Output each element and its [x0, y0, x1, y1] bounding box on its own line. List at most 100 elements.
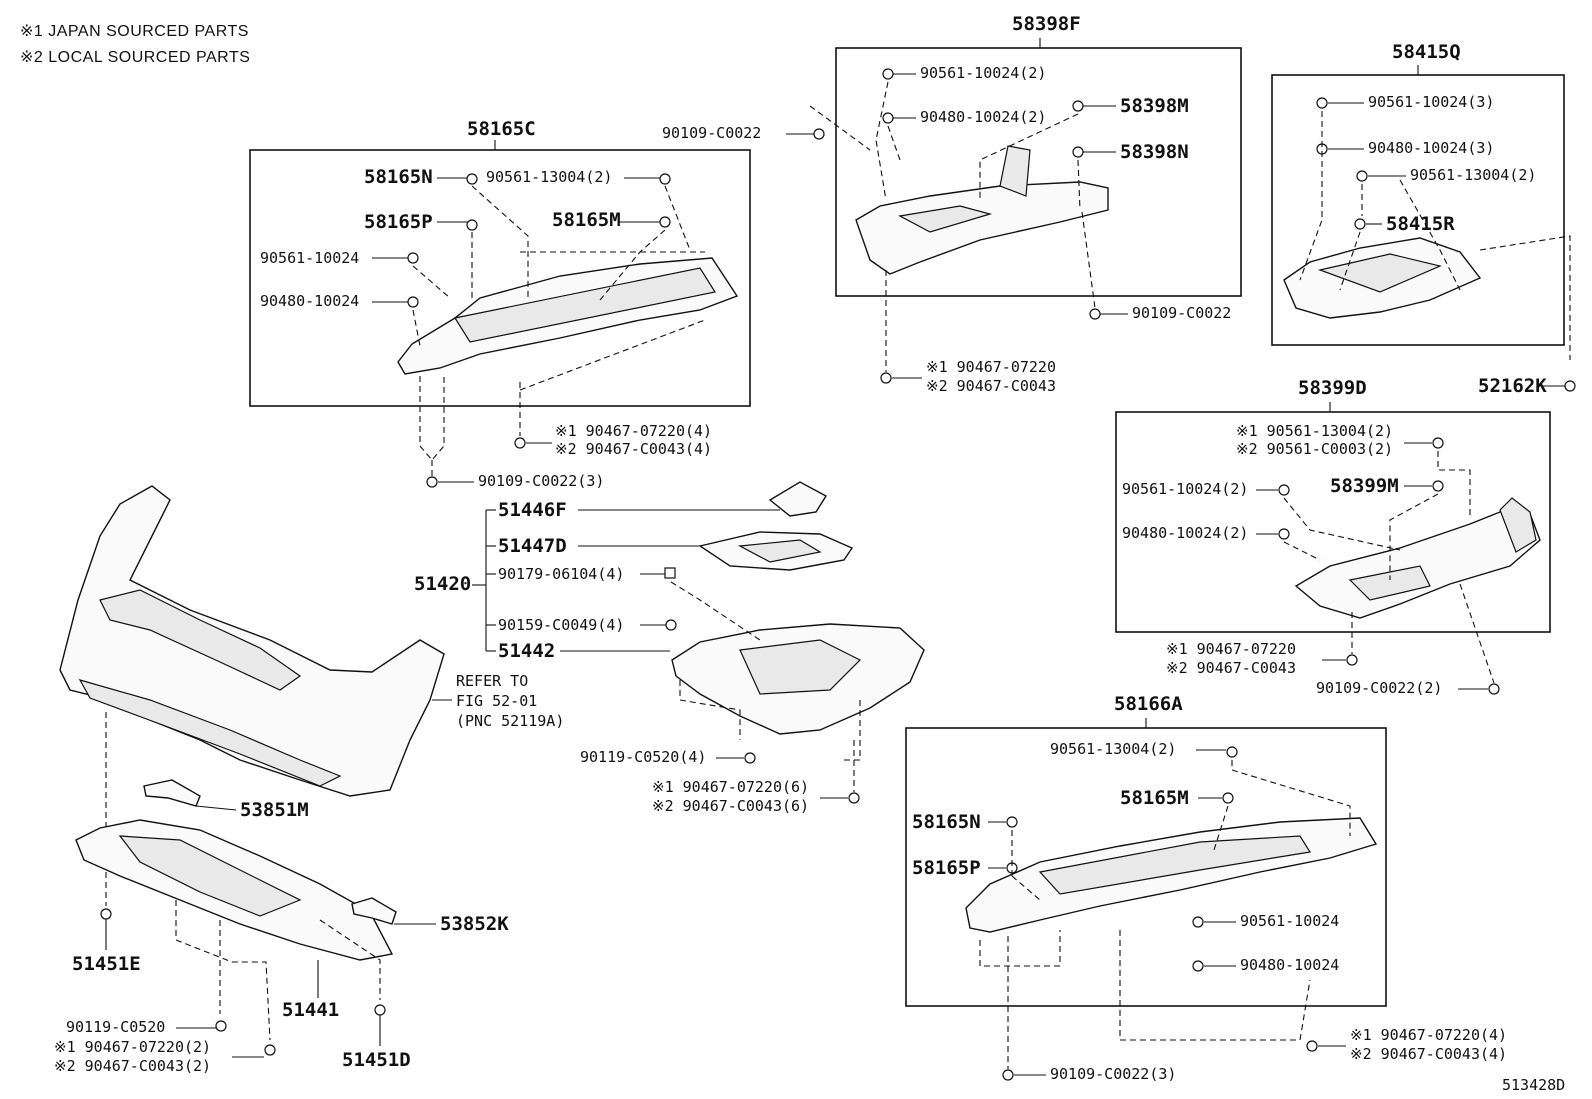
- label-2-90467-C0043-b[interactable]: ※2 90467-C0043: [1166, 659, 1296, 677]
- clip-icon: [1222, 792, 1234, 804]
- label-90480-10024-2-b[interactable]: 90480-10024(2): [1122, 524, 1248, 542]
- label-1-90467-07220-4[interactable]: ※1 90467-07220(4): [555, 422, 712, 440]
- bolt-icon: [813, 128, 825, 140]
- legend-local-sourced: ※2 LOCAL SOURCED PARTS: [20, 49, 250, 66]
- label-90119-C0520[interactable]: 90119-C0520: [66, 1018, 165, 1036]
- label-90561-10024-2[interactable]: 90561-10024(2): [920, 64, 1046, 82]
- label-90561-13004-2-c[interactable]: 90561-13004(2): [1050, 740, 1176, 758]
- group-58165C-title[interactable]: 58165C: [467, 118, 536, 140]
- bolt-icon: [100, 908, 112, 920]
- label-90480-10024-3[interactable]: 90480-10024(3): [1368, 139, 1494, 157]
- label-90561-10024-b[interactable]: 90561-10024: [1240, 912, 1339, 930]
- label-58165P[interactable]: 58165P: [364, 211, 433, 233]
- group-58166A-title[interactable]: 58166A: [1114, 693, 1183, 715]
- label-1-90467-07220-b[interactable]: ※1 90467-07220: [1166, 640, 1296, 658]
- group-58398F-frame: [835, 47, 1242, 297]
- label-1-90467-07220-4-b[interactable]: ※1 90467-07220(4): [1350, 1026, 1507, 1044]
- label-53851M[interactable]: 53851M: [240, 799, 309, 821]
- label-2-90467-C0043[interactable]: ※2 90467-C0043: [926, 377, 1056, 395]
- bolt-icon: [426, 476, 438, 488]
- label-90561-10024[interactable]: 90561-10024: [260, 249, 359, 267]
- bolt-icon: [1006, 816, 1018, 828]
- label-1-90467-07220-6[interactable]: ※1 90467-07220(6): [652, 778, 809, 796]
- bolt-icon: [514, 437, 526, 449]
- label-2-90467-C0043-2[interactable]: ※2 90467-C0043(2): [54, 1057, 211, 1075]
- label-51446F[interactable]: 51446F: [498, 499, 567, 521]
- label-90480-10024-b[interactable]: 90480-10024: [1240, 956, 1339, 974]
- bolt-icon: [1306, 1040, 1318, 1052]
- label-53852K[interactable]: 53852K: [440, 913, 509, 935]
- group-58166A: 58166A 90561-13004(2) 58165M 58165N 5816…: [905, 693, 1387, 1041]
- label-90179-06104-4[interactable]: 90179-06104(4): [498, 565, 624, 583]
- label-58165M[interactable]: 58165M: [552, 209, 621, 231]
- label-51447D[interactable]: 51447D: [498, 535, 567, 557]
- label-58165M-b[interactable]: 58165M: [1120, 787, 1189, 809]
- label-90561-13004-2-b[interactable]: 90561-13004(2): [1410, 166, 1536, 184]
- group-51420: 51420 51446F 51447D 90179-06104(4) 90159…: [414, 481, 925, 761]
- label-58165N-b[interactable]: 58165N: [912, 811, 981, 833]
- label-51442[interactable]: 51442: [498, 640, 555, 662]
- bolt-icon: [264, 1044, 276, 1056]
- label-90561-10024-2-b[interactable]: 90561-10024(2): [1122, 480, 1248, 498]
- label-51451E[interactable]: 51451E: [72, 953, 141, 975]
- clip-icon: [1278, 528, 1290, 540]
- label-90109-C0022-b[interactable]: 90109-C0022: [1132, 304, 1231, 322]
- label-58398M[interactable]: 58398M: [1120, 95, 1189, 117]
- label-58165P-b[interactable]: 58165P: [912, 857, 981, 879]
- label-90480-10024[interactable]: 90480-10024: [260, 292, 359, 310]
- group-51441: [75, 819, 394, 1041]
- bolt-icon: [744, 752, 756, 764]
- clip-icon: [1192, 960, 1204, 972]
- label-90561-13004-2[interactable]: 90561-13004(2): [486, 168, 612, 186]
- label-90109-C0022-2[interactable]: 90109-C0022(2): [1316, 679, 1442, 697]
- clip-icon: [882, 112, 894, 124]
- label-90561-10024-3[interactable]: 90561-10024(3): [1368, 93, 1494, 111]
- label-90480-10024-2[interactable]: 90480-10024(2): [920, 108, 1046, 126]
- clip-icon: [1316, 97, 1328, 109]
- label-51451D[interactable]: 51451D: [342, 1049, 411, 1071]
- label-51420[interactable]: 51420: [414, 573, 471, 595]
- label-58399M[interactable]: 58399M: [1330, 475, 1399, 497]
- bracket-53851M-icon: [143, 779, 201, 807]
- clip-icon: [407, 252, 419, 264]
- label-90159-C0049-4[interactable]: 90159-C0049(4): [498, 616, 624, 634]
- bolt-icon: [1488, 683, 1500, 695]
- group-58399D-frame: [1115, 411, 1551, 633]
- bolt-icon: [1089, 308, 1101, 320]
- label-2-90467-C0043-4-b[interactable]: ※2 90467-C0043(4): [1350, 1045, 1507, 1063]
- label-refer-to[interactable]: REFER TO: [456, 672, 528, 690]
- group-58415Q-title[interactable]: 58415Q: [1392, 41, 1461, 63]
- clip-icon: [882, 68, 894, 80]
- label-90109-C0022-3-top[interactable]: 90109-C0022(3): [478, 472, 604, 490]
- bolt-icon: [1356, 170, 1368, 182]
- clip-icon: [1432, 437, 1444, 449]
- label-58398N[interactable]: 58398N: [1120, 141, 1189, 163]
- label-pnc-52119A[interactable]: (PNC 52119A): [456, 712, 564, 730]
- label-51441[interactable]: 51441: [282, 999, 339, 1021]
- label-90119-C0520-4[interactable]: 90119-C0520(4): [580, 748, 706, 766]
- bolt-icon: [466, 173, 478, 185]
- bolt-icon: [1002, 1069, 1014, 1081]
- clip-icon: [407, 296, 419, 308]
- clip-icon: [1192, 916, 1204, 928]
- bolt-icon: [880, 372, 892, 384]
- group-58165C-frame: [249, 149, 751, 407]
- label-90109-C0022-a[interactable]: 90109-C0022: [662, 124, 761, 142]
- label-90109-C0022-3-bottom[interactable]: 90109-C0022(3): [1050, 1065, 1176, 1083]
- label-58415R[interactable]: 58415R: [1386, 213, 1455, 235]
- label-1-90561-13004-2[interactable]: ※1 90561-13004(2): [1236, 422, 1393, 440]
- label-2-90561-C0003-2[interactable]: ※2 90561-C0003(2): [1236, 440, 1393, 458]
- bolt-icon: [848, 792, 860, 804]
- label-52162K[interactable]: 52162K: [1478, 375, 1547, 397]
- bolt-icon: [1072, 146, 1084, 158]
- group-58399D-title[interactable]: 58399D: [1298, 377, 1367, 399]
- label-2-90467-C0043-6[interactable]: ※2 90467-C0043(6): [652, 797, 809, 815]
- group-58398F-title[interactable]: 58398F: [1012, 13, 1081, 35]
- bolt-icon: [1354, 218, 1366, 230]
- label-58165N[interactable]: 58165N: [364, 166, 433, 188]
- label-fig-52-01[interactable]: FIG 52-01: [456, 692, 537, 710]
- label-1-90467-07220-2[interactable]: ※1 90467-07220(2): [54, 1038, 211, 1056]
- label-2-90467-C0043-4[interactable]: ※2 90467-C0043(4): [555, 440, 712, 458]
- label-1-90467-07220[interactable]: ※1 90467-07220: [926, 358, 1056, 376]
